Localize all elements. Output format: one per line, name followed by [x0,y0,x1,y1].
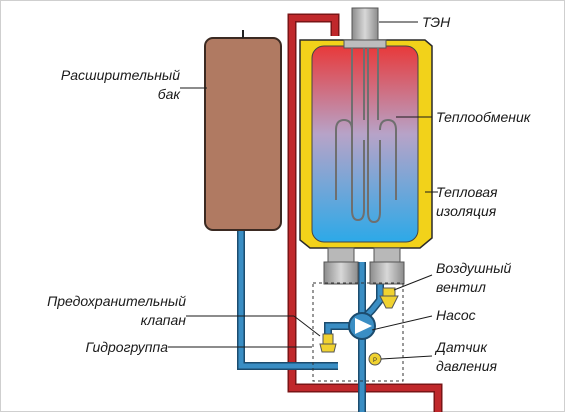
leader-pump [371,315,433,331]
outlet-fitting-right-nut [369,261,405,285]
outlet-fitting-left-nut [323,261,359,285]
label-heat-exchanger: Теплообменик [436,109,532,125]
leader-safety-valve-b [293,315,321,337]
label-hydro-group: Гидрогруппа [85,339,168,355]
heating-element-rods [335,48,397,224]
heating-element-flange [343,39,387,49]
label-pressure-sensor-2: давления [436,358,498,374]
label-heating-element: ТЭН [422,14,451,30]
safety-valve [319,333,337,353]
pump [348,312,376,340]
label-safety-valve-1: Предохранительный [47,293,186,309]
label-safety-valve-2: клапан [141,312,187,328]
leader-air-vent [393,274,433,291]
tank-supply-pipe-fill [238,230,338,369]
label-expansion-tank-2: бак [158,86,182,102]
svg-text:P: P [373,358,377,364]
air-vent-valve [379,287,399,309]
label-insulation-2: изоляция [436,203,497,219]
label-pump: Насос [436,307,476,323]
outlet-fitting-left [327,247,355,263]
label-pressure-sensor-1: Датчик [434,339,488,355]
pressure-sensor: P [368,352,382,366]
hot-water-pipe-fill [289,15,441,412]
label-air-vent-2: вентил [436,279,486,295]
hydro-group-box [312,282,404,382]
leader-pressure-sensor [380,355,433,360]
outlet-fitting-right [373,247,401,263]
heating-element-head [351,7,379,43]
label-air-vent-1: Воздушный [436,260,512,276]
label-expansion-tank-1: Расширительный [61,67,180,83]
expansion-tank [204,37,282,231]
label-insulation-1: Тепловая [436,184,498,200]
